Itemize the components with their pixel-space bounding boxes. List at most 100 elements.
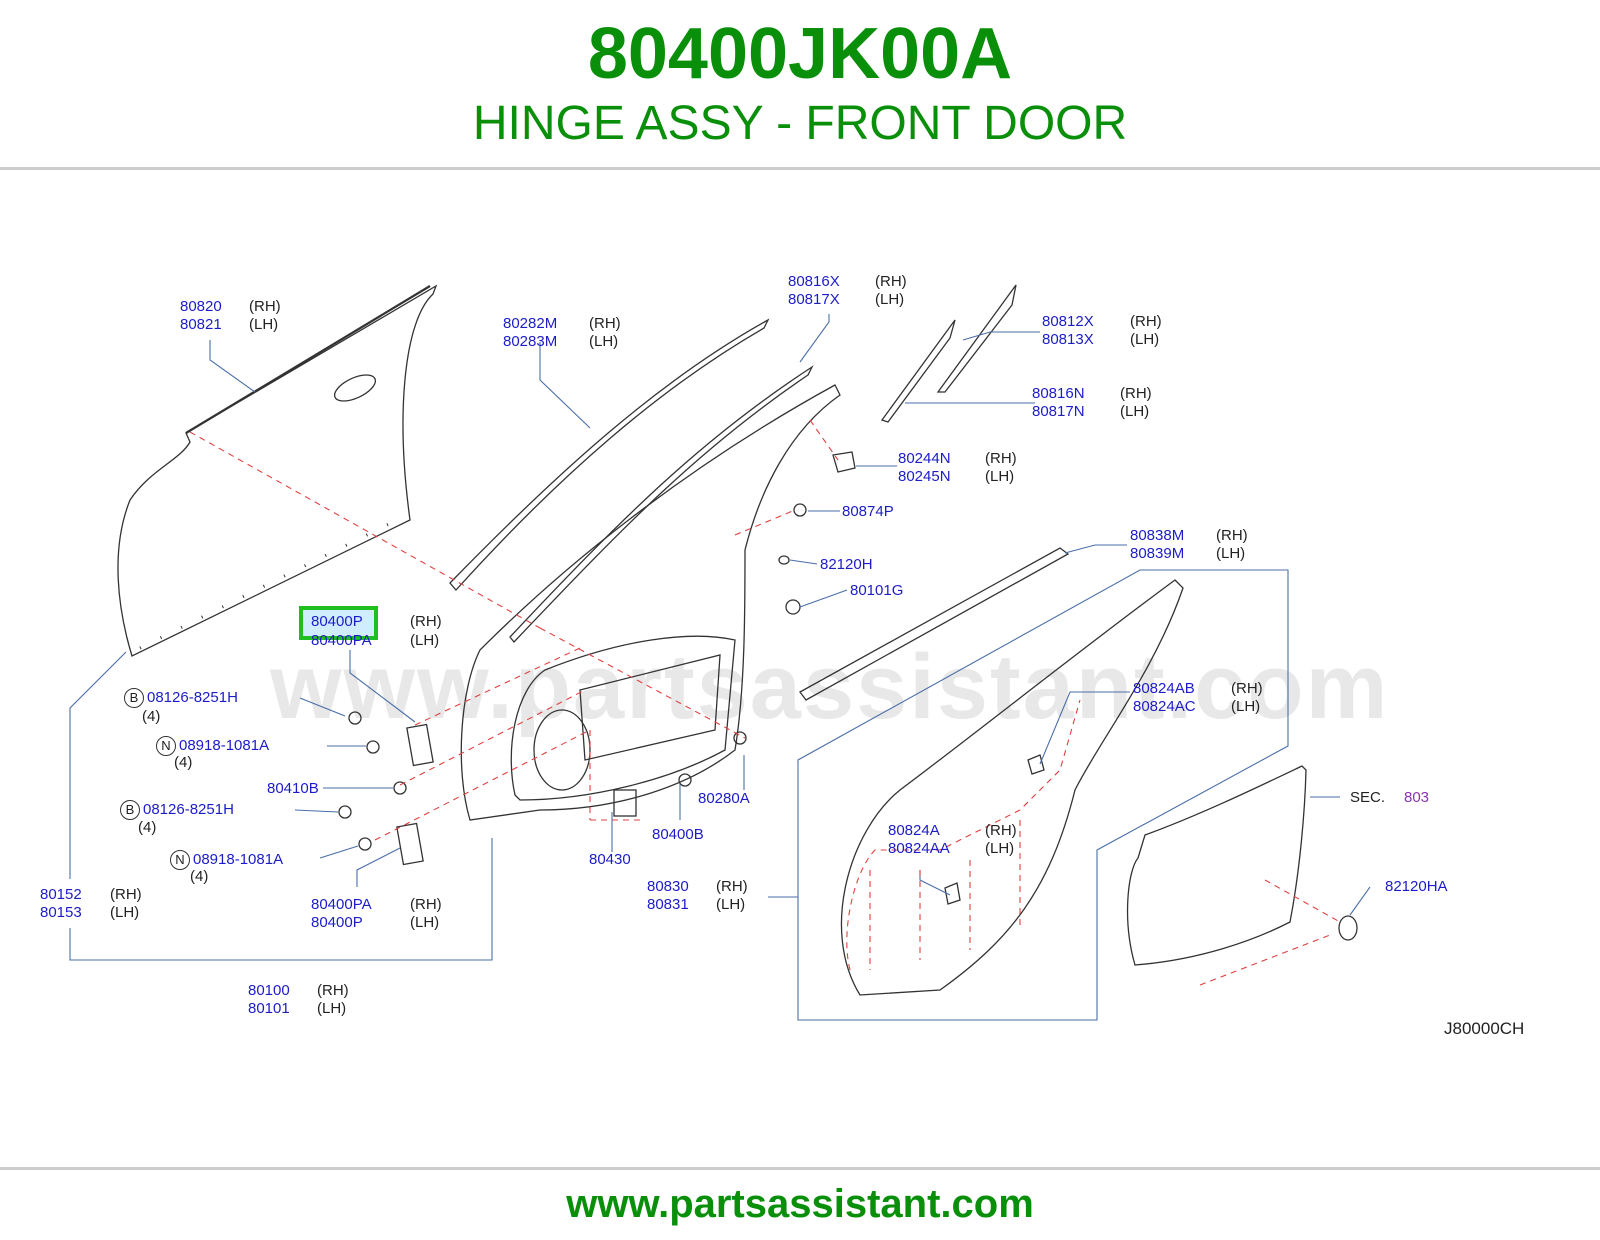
callout-selected-part-number[interactable]: 80400P [311, 613, 363, 630]
callout-part-number[interactable]: 80410B [267, 780, 319, 797]
door-shell [460, 384, 841, 821]
assembly-guides [189, 419, 1341, 986]
callout-qty: (4) [142, 708, 161, 725]
callout-part-number[interactable]: 80824AB [1133, 680, 1195, 697]
lower-hinge [396, 822, 424, 866]
section-reference-link[interactable]: 803 [1404, 789, 1430, 806]
callout-part-number[interactable]: 82120H [820, 556, 873, 573]
callout-part-number[interactable]: 80101 [248, 1000, 290, 1017]
callout-part-number[interactable]: 80400PA [311, 632, 372, 649]
callout-part-number[interactable]: 80830 [647, 878, 689, 895]
callout-side: (LH) [249, 316, 279, 333]
callout-side: (RH) [1216, 527, 1248, 544]
callout-qty: (4) [190, 868, 209, 885]
callout-part-number[interactable]: 80152 [40, 886, 82, 903]
header-divider [0, 167, 1600, 170]
footer-url[interactable]: www.partsassistant.com [566, 1182, 1034, 1226]
callout-part-number[interactable]: 80812X [1042, 313, 1094, 330]
callout-side: (RH) [875, 273, 907, 290]
plug [778, 555, 790, 565]
callout-part-number[interactable]: 80817X [788, 291, 840, 308]
plug [1338, 915, 1358, 941]
outer-door-panel [117, 284, 438, 657]
bolt-badge-icon: B [120, 800, 140, 820]
callout-part-number[interactable]: 80101G [850, 582, 904, 599]
callout-side: (LH) [110, 904, 140, 921]
callout-side: (RH) [1231, 680, 1263, 697]
pillar-finisher-outer [936, 284, 1017, 393]
callout-side: (RH) [1120, 385, 1152, 402]
section-reference-prefix: SEC. [1350, 789, 1386, 806]
callout-part-number[interactable]: 80282M [503, 315, 558, 332]
callout-part-number[interactable]: 80430 [589, 851, 631, 868]
callout-side: (RH) [716, 878, 748, 895]
callout-part-number[interactable]: 80283M [503, 333, 558, 350]
callout-side: (RH) [589, 315, 621, 332]
callout-part-number[interactable]: 80100 [248, 982, 290, 999]
callout-part-number[interactable]: 80838M [1130, 527, 1185, 544]
bolt-head [678, 773, 692, 787]
leader-lines [69, 314, 1371, 1021]
exploded-view-drawing [69, 284, 1371, 1021]
callout-part-number[interactable]: 80816X [788, 273, 840, 290]
callout-part-number[interactable]: 80824AA [888, 840, 950, 857]
callout-part-number[interactable]: 80824AC [1133, 698, 1196, 715]
nut-badge-icon: N [170, 850, 190, 870]
callout-side: (LH) [410, 914, 440, 931]
clip [832, 451, 856, 473]
nut [366, 740, 380, 754]
callout-part-number[interactable]: 80153 [40, 904, 82, 921]
callout-side: (RH) [110, 886, 142, 903]
belt-weatherstrip [799, 547, 1070, 701]
callout-qty: (4) [174, 754, 193, 771]
grommet [793, 503, 807, 517]
upper-sash-strip [509, 365, 814, 643]
callout-part-number[interactable]: 80816N [1032, 385, 1085, 402]
callout-part-number[interactable]: 80821 [180, 316, 222, 333]
callout-part-number[interactable]: 80813X [1042, 331, 1094, 348]
callout-side: (LH) [1231, 698, 1261, 715]
callout-number-text: 08126-8251H [147, 688, 238, 706]
callout-part-number[interactable]: 80839M [1130, 545, 1185, 562]
callout-part-number[interactable]: 80400B [652, 826, 704, 843]
body-weatherstrip [840, 579, 1184, 996]
pillar-finisher-inner [880, 319, 956, 423]
callout-side: (LH) [1120, 403, 1150, 420]
callout-part-number[interactable]: 82120HA [1385, 878, 1448, 895]
callout-part-number[interactable]: 80245N [898, 468, 951, 485]
callout-side: (LH) [1130, 331, 1160, 348]
callout-side: (RH) [410, 896, 442, 913]
nut [358, 837, 372, 851]
part-number-title: 80400JK00A [587, 14, 1013, 94]
callout-part-number[interactable]: 80831 [647, 896, 689, 913]
callout-part-number[interactable]: 80874P [842, 503, 894, 520]
callout-number-text: 08918-1081A [193, 850, 284, 868]
callout-part-number[interactable]: 80400PA [311, 896, 372, 913]
callout-number-text: 08918-1081A [179, 736, 270, 754]
bolt-head [348, 711, 362, 725]
diagram-code: J80000CH [1444, 1019, 1525, 1038]
callout-part-number[interactable]: 80820 [180, 298, 222, 315]
callout-part-number[interactable]: 80280A [698, 790, 750, 807]
callout-side: (RH) [985, 822, 1017, 839]
upper-hinge [406, 723, 434, 767]
callout-side: (LH) [410, 632, 440, 649]
callout-part-number[interactable]: 80244N [898, 450, 951, 467]
callout-side: (LH) [716, 896, 746, 913]
callout-part-number[interactable]: 80400P [311, 914, 363, 931]
callout-side: (RH) [410, 613, 442, 630]
callout-part-number[interactable]: 80817N [1032, 403, 1085, 420]
bolt-head [733, 731, 747, 745]
callout-part-number[interactable]: 80824A [888, 822, 940, 839]
callout-number-text: 08126-8251H [143, 800, 234, 818]
callout-side: (LH) [985, 840, 1015, 857]
callout-side: (LH) [985, 468, 1015, 485]
callout-side: (LH) [1216, 545, 1246, 562]
door-module-panel [1126, 765, 1307, 966]
footer-divider [0, 1167, 1600, 1170]
bolt-badge-icon: B [124, 688, 144, 708]
